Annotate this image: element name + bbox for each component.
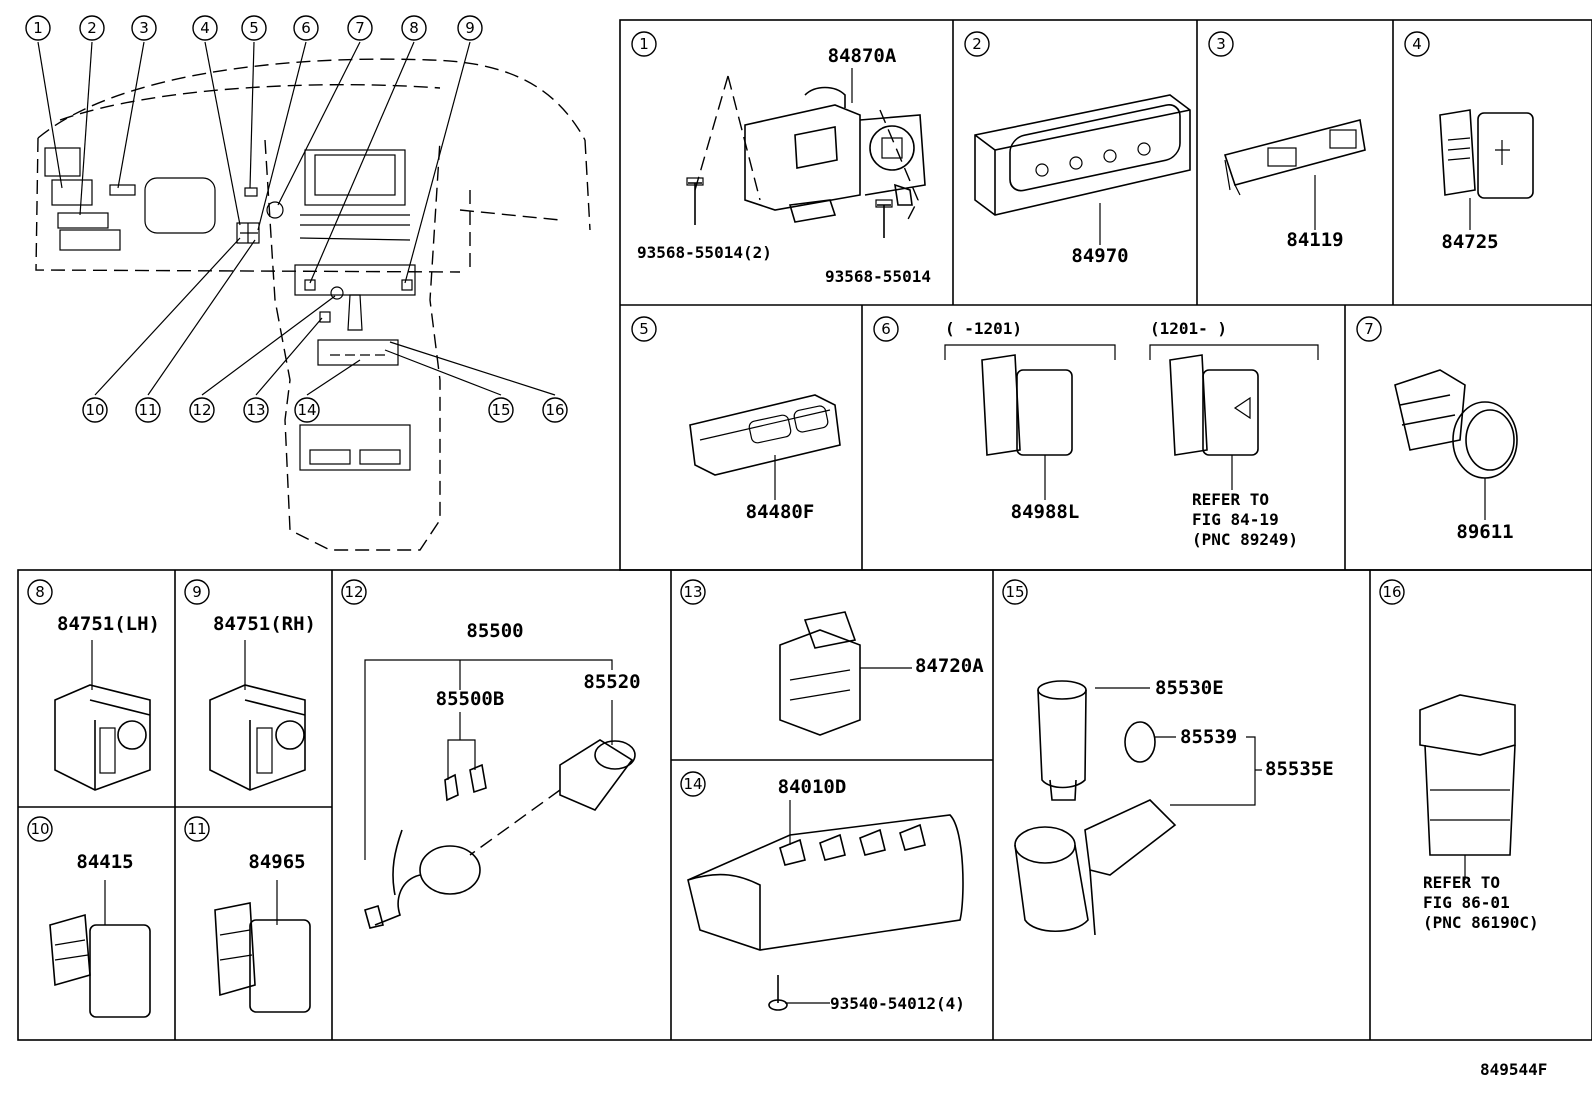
refer-6-line1: REFER TO	[1192, 490, 1269, 509]
callout-14: 14	[297, 401, 316, 419]
refer-16-line1: REFER TO	[1423, 873, 1500, 892]
part-85500: 85500	[466, 620, 523, 642]
callout-7: 7	[355, 19, 365, 37]
part-84751-RH: 84751(RH)	[213, 613, 316, 635]
part-85520: 85520	[583, 671, 640, 693]
panel-num-8: 8	[35, 583, 45, 601]
range-right: (1201- )	[1150, 319, 1227, 338]
part-84988L: 84988L	[1011, 501, 1080, 523]
panel-1-drawing	[686, 68, 926, 238]
part-84720A: 84720A	[915, 655, 984, 677]
callout-10: 10	[85, 401, 104, 419]
part-84870A: 84870A	[828, 45, 897, 67]
part-84480F: 84480F	[746, 501, 815, 523]
callout-8: 8	[409, 19, 419, 37]
part-85535E: 85535E	[1265, 758, 1334, 780]
callout-11: 11	[138, 401, 157, 419]
panel-num-4: 4	[1412, 35, 1422, 53]
panel-8-drawing	[54, 640, 151, 791]
panel-2-drawing	[974, 94, 1191, 245]
part-85530E: 85530E	[1155, 677, 1224, 699]
panel-12-drawing	[364, 659, 636, 929]
panel-9-drawing	[209, 640, 306, 791]
panel-num-1: 1	[639, 35, 649, 53]
panel-grid	[17, 19, 1592, 1041]
panel-num-3: 3	[1216, 35, 1226, 53]
part-85500B: 85500B	[436, 688, 505, 710]
range-left: ( -1201)	[945, 319, 1022, 338]
panel-14-drawing	[687, 800, 964, 1011]
panel-16-drawing	[1419, 694, 1516, 880]
panel-num-7: 7	[1364, 320, 1374, 338]
panel-11-drawing	[214, 880, 311, 1013]
part-84751-LH: 84751(LH)	[57, 613, 160, 635]
callout-16: 16	[545, 401, 564, 419]
callout-5: 5	[249, 19, 259, 37]
panel-num-13: 13	[683, 583, 702, 601]
refer-16-line2: FIG 86-01	[1423, 893, 1510, 912]
panel-7-drawing	[1394, 369, 1518, 520]
part-84415: 84415	[76, 851, 133, 873]
part-85539: 85539	[1180, 726, 1237, 748]
callout-15: 15	[491, 401, 510, 419]
panel-num-10: 10	[30, 820, 49, 838]
panel-3-drawing	[1223, 119, 1366, 230]
part-93540-54012: 93540-54012(4)	[830, 994, 965, 1013]
overview-callout-circles	[25, 15, 568, 423]
panel-4-drawing	[1439, 109, 1534, 230]
panel-num-9: 9	[192, 583, 202, 601]
callout-1: 1	[33, 19, 43, 37]
callout-12: 12	[192, 401, 211, 419]
panel-15-drawing	[1014, 680, 1262, 936]
panel-num-5: 5	[639, 320, 649, 338]
panel-num-16: 16	[1382, 583, 1401, 601]
part-84965: 84965	[248, 851, 305, 873]
panel-5-drawing	[689, 394, 841, 500]
part-89611: 89611	[1456, 521, 1513, 543]
panel-num-11: 11	[187, 820, 206, 838]
refer-6-line2: FIG 84-19	[1192, 510, 1279, 529]
panel-num-12: 12	[344, 583, 363, 601]
refer-16-line3: (PNC 86190C)	[1423, 913, 1539, 932]
panel-num-14: 14	[683, 775, 702, 793]
callout-6: 6	[301, 19, 311, 37]
panel-num-15: 15	[1005, 583, 1024, 601]
part-84725: 84725	[1441, 231, 1498, 253]
callout-9: 9	[465, 19, 475, 37]
part-93568-55014-2: 93568-55014(2)	[637, 243, 772, 262]
callout-3: 3	[139, 19, 149, 37]
panel-number-circles	[27, 31, 1430, 842]
refer-6-line3: (PNC 89249)	[1192, 530, 1298, 549]
panel-13-drawing	[779, 611, 912, 736]
dashboard-overview: 1 2 3 4 5 6 7 8 9 10 11 12 13 14 15 16	[25, 15, 591, 551]
panel-num-2: 2	[972, 35, 982, 53]
panel-num-6: 6	[881, 320, 891, 338]
part-84970: 84970	[1071, 245, 1128, 267]
part-84010D: 84010D	[778, 776, 847, 798]
panel-10-drawing	[49, 880, 151, 1018]
callout-4: 4	[200, 19, 210, 37]
callout-2: 2	[87, 19, 97, 37]
part-93568-55014: 93568-55014	[825, 267, 931, 286]
panel-6-drawing	[944, 344, 1319, 500]
diagram-id: 849544F	[1480, 1060, 1547, 1079]
callout-13: 13	[246, 401, 265, 419]
part-84119: 84119	[1286, 229, 1343, 251]
